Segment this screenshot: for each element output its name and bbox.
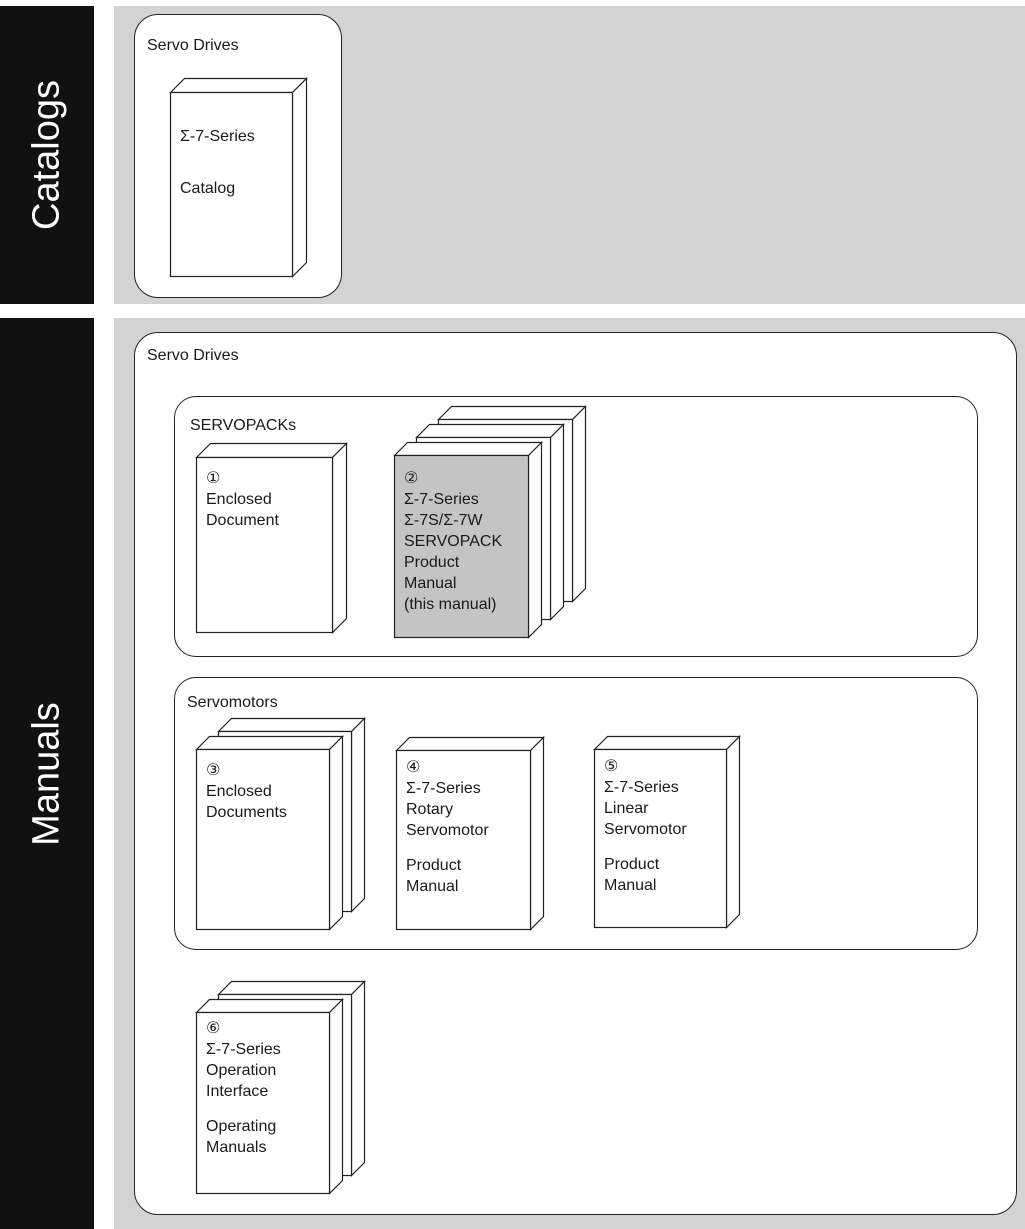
book-2-number: ② [404, 470, 419, 487]
manuals-group-title: Servo Drives [147, 347, 239, 364]
book-4-text: ④ Σ-7-Series Rotary Servomotor Product M… [406, 759, 489, 895]
book-5-text: ⑤ Σ-7-Series Linear Servomotor Product M… [604, 758, 687, 894]
book-4-number: ④ [406, 759, 421, 776]
book-3-text: ③ Enclosed Documents [206, 762, 287, 821]
book-6-text: ⑥ Σ-7-Series Operation Interface Operati… [206, 1020, 281, 1156]
book-1-text: ① Enclosed Document [206, 470, 279, 529]
book-1-number: ① [206, 470, 221, 487]
servomotors-title: Servomotors [187, 694, 278, 711]
catalogs-section-bar: Catalogs [0, 6, 94, 304]
manuals-section-label: Manuals [25, 701, 68, 846]
book-3-number: ③ [206, 762, 221, 779]
catalogs-section-label: Catalogs [25, 80, 68, 230]
book-6-number: ⑥ [206, 1020, 221, 1037]
servopacks-title: SERVOPACKs [190, 417, 297, 434]
book-5-number: ⑤ [604, 758, 619, 775]
catalog-book-text: Σ-7-Series Catalog [180, 128, 255, 197]
catalogs-group-title: Servo Drives [147, 37, 239, 54]
book-2-text: ② Σ-7-Series Σ-7S/Σ-7W SERVOPACK Product… [404, 470, 503, 613]
manuals-section-bar: Manuals [0, 318, 94, 1229]
